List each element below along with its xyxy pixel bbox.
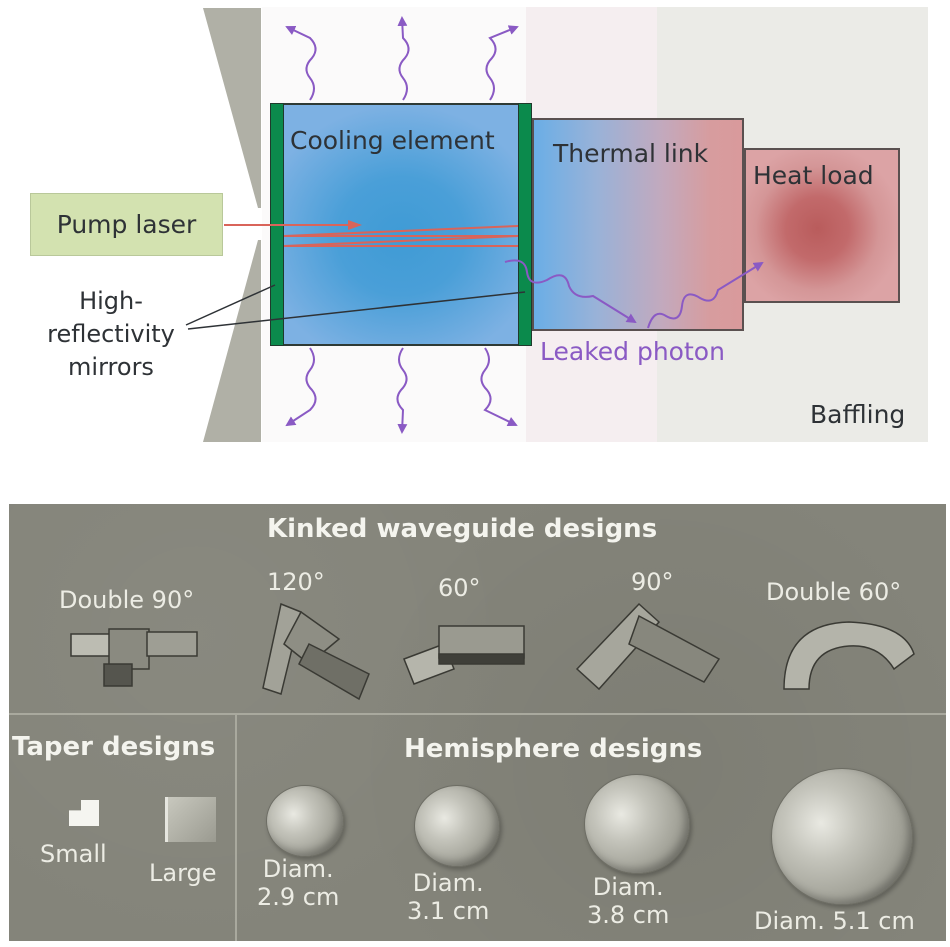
90-waveguide — [575, 602, 721, 691]
hemisphere-2-9cm — [266, 785, 344, 857]
kinked-item-label: Double 90° — [59, 586, 195, 614]
hemisphere-label: Diam. 5.1 cm — [754, 907, 915, 935]
pump-laser-label: Pump laser — [56, 210, 197, 239]
taper-item-label: Small — [40, 840, 107, 868]
mirrors-label: High- reflectivity mirrors — [36, 285, 186, 384]
small-taper-specimen — [69, 800, 99, 826]
hemisphere-label: Diam. 3.8 cm — [587, 873, 669, 929]
thermal-link-box — [532, 118, 744, 331]
taper-section-title: Taper designs — [12, 732, 216, 762]
mirrors-label-line1: High- — [79, 287, 143, 315]
cooling-element-label: Cooling element — [290, 126, 495, 155]
double-90-waveguide — [70, 628, 198, 687]
lower-baffle-wedge — [203, 240, 261, 442]
heat-load-box — [744, 148, 900, 303]
large-taper-specimen — [165, 797, 216, 842]
escaping-photon-arrows — [285, 16, 519, 434]
hemisphere-label-line1: Diam. — [412, 869, 484, 897]
mirrors-label-line3: mirrors — [68, 353, 154, 381]
waveguide-photo-panel: Kinked waveguide designs Double 90° 120°… — [9, 504, 946, 941]
hemisphere-label-line1: Diam. — [592, 873, 664, 901]
kinked-waveguide-specimens — [70, 602, 915, 701]
baffling-label: Baffling — [810, 400, 906, 429]
hemisphere-5-1cm — [771, 768, 913, 905]
hemisphere-label: Diam. 3.1 cm — [407, 869, 489, 925]
leaked-photon-path — [504, 259, 764, 329]
panel-divider-horizontal — [9, 713, 946, 715]
baffle-wedges — [203, 8, 261, 442]
kinked-item-label: Double 60° — [766, 578, 902, 606]
kinked-item-label: 60° — [438, 574, 481, 602]
taper-item-label: Large — [149, 859, 217, 887]
pump-laser-box: Pump laser — [30, 193, 223, 256]
mirror-leader-lines — [185, 284, 526, 330]
right-mirror — [518, 103, 532, 346]
laser-beam — [224, 220, 519, 247]
optical-cooling-schematic: Pump laser Cooling element Thermal link … — [0, 0, 950, 460]
hemisphere-label-line1: Diam. — [262, 855, 334, 883]
hemisphere-3-8cm — [584, 774, 690, 874]
120-waveguide — [262, 602, 370, 701]
mirrors-label-line2: reflectivity — [47, 320, 175, 348]
double-60-waveguide — [783, 621, 915, 690]
kinked-item-label: 120° — [267, 568, 325, 596]
heat-load-label: Heat load — [753, 161, 874, 190]
panel-divider-vertical — [235, 715, 237, 941]
hemisphere-3-1cm — [414, 785, 500, 867]
hemisphere-label-line2: 2.9 cm — [257, 883, 340, 911]
thermal-link-label: Thermal link — [553, 139, 709, 168]
hemisphere-section-title: Hemisphere designs — [404, 734, 703, 764]
hemisphere-label-line2: 3.1 cm — [407, 897, 490, 925]
60-waveguide — [403, 625, 525, 685]
schematic-lines — [185, 16, 764, 434]
kinked-item-label: 90° — [631, 568, 674, 596]
kinked-section-title: Kinked waveguide designs — [267, 514, 658, 544]
hemisphere-label-line2: 3.8 cm — [587, 901, 670, 929]
hemisphere-label: Diam. 2.9 cm — [257, 855, 339, 911]
leaked-photon-label: Leaked photon — [540, 337, 725, 366]
upper-baffle-wedge — [203, 8, 261, 208]
